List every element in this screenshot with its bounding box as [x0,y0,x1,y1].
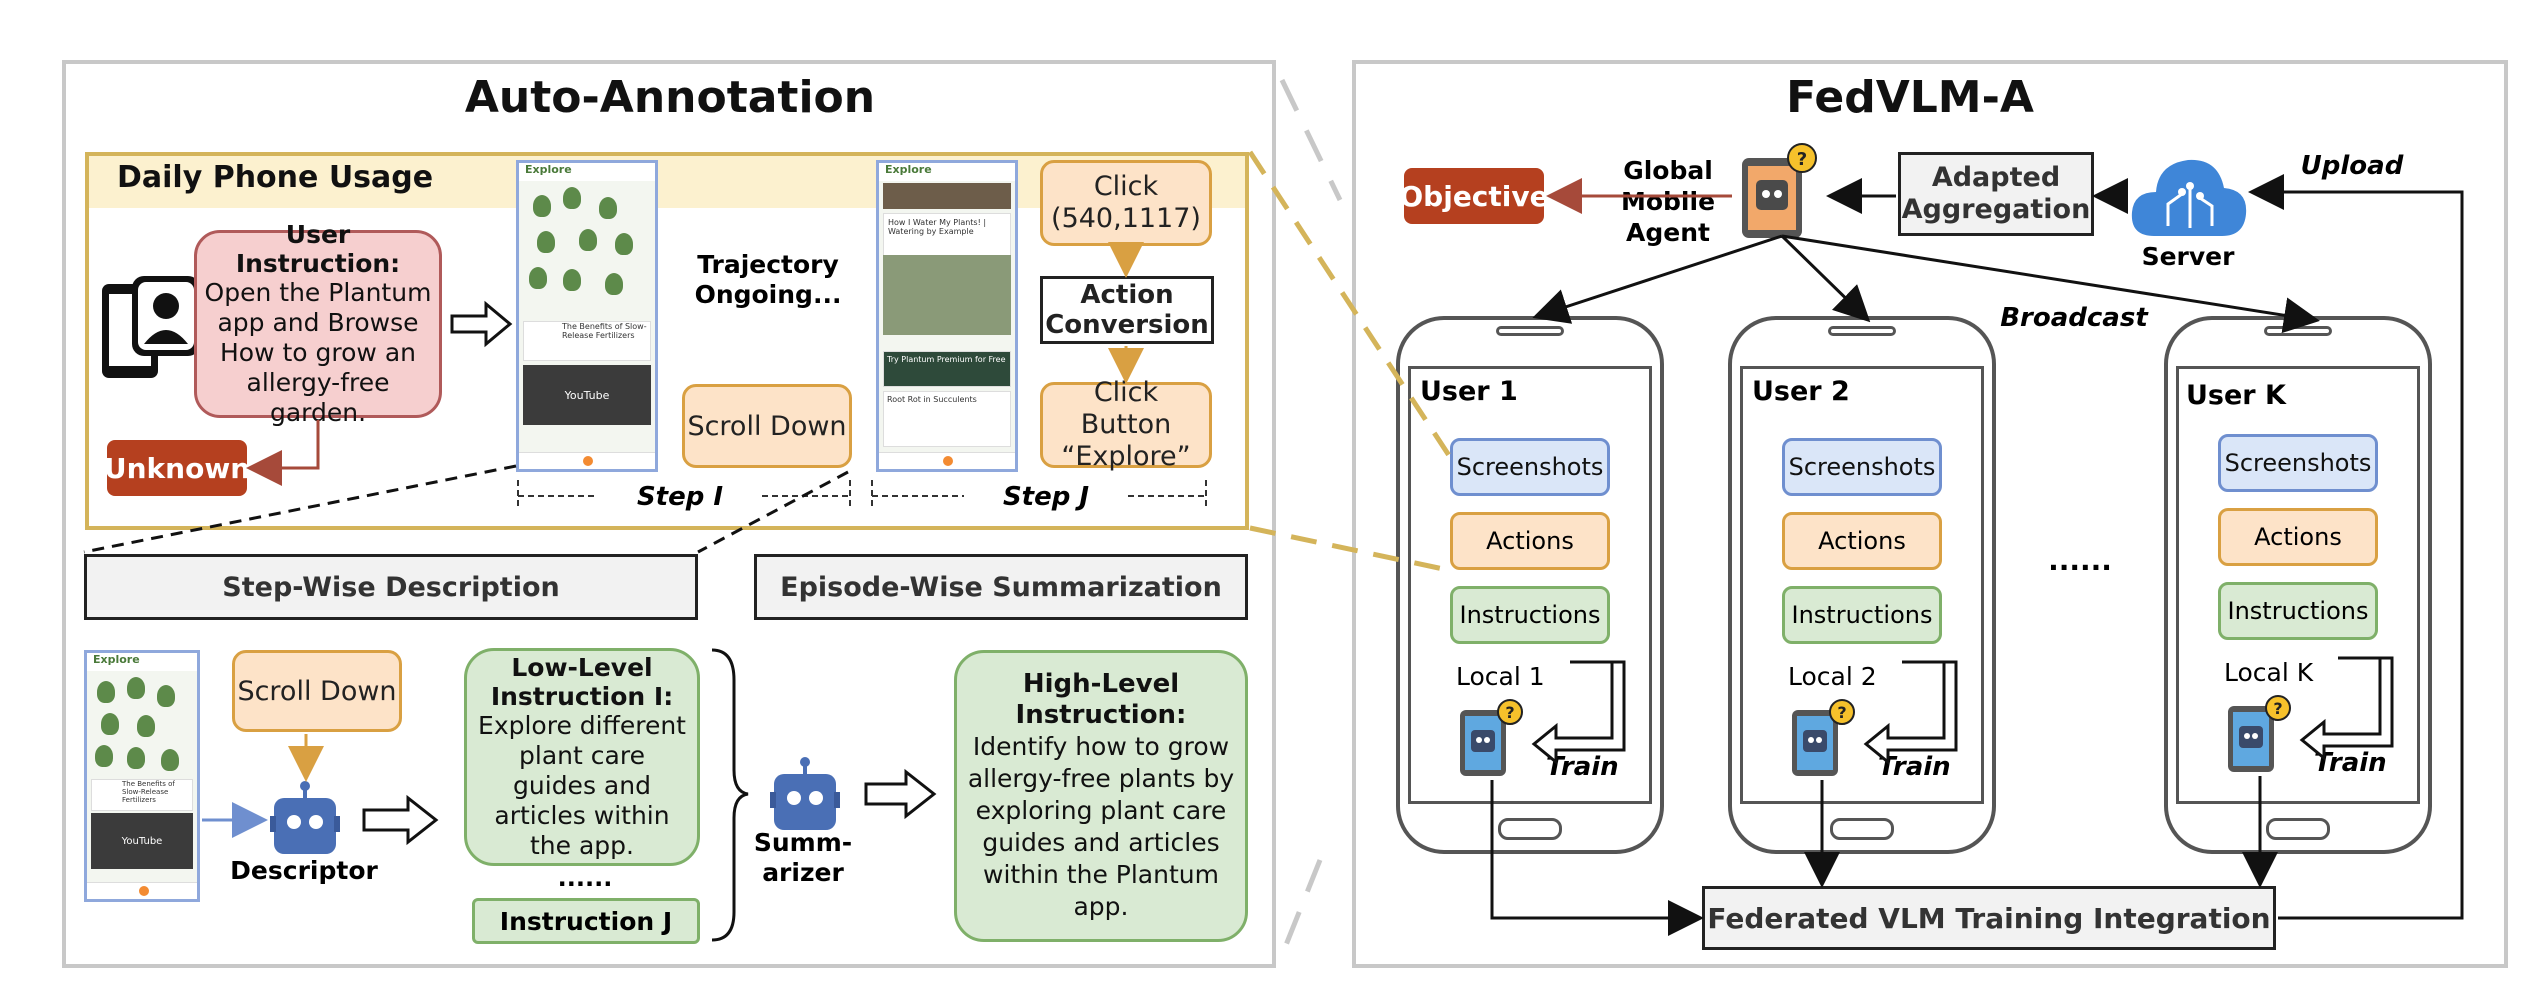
local-agent-1-icon: ? [1456,696,1530,780]
ellipsis-small: ...... [557,864,613,892]
global-agent-label: Global Mobile Agent [1620,155,1716,247]
phone-1-speaker [1496,326,1564,336]
low-level-text: Explore different plant care guides and … [478,711,686,860]
user-1-instructions: Instructions [1450,586,1610,644]
user-2-train-label: Train [1878,752,1951,782]
benefits-card-b: The Benefits of Slow-Release Fertilizers [91,779,193,811]
woman-photo [883,255,1011,335]
svg-text:?: ? [1837,703,1846,722]
click-coords-box: Click (540,1117) [1040,160,1212,246]
phone-2-home [1830,818,1894,840]
step-i-label: Step I [600,478,760,516]
step-j-label: Step J [966,478,1126,516]
plantum-card: Try Plantum Premium for Free [883,351,1011,387]
user-instruction-text: Open the Plantum app and Browse How to g… [204,278,432,427]
user-k-train-label: Train [2314,748,2387,778]
user-2-actions: Actions [1782,512,1942,570]
article-image [883,183,1011,209]
user-k-screenshots: Screenshots [2218,434,2378,492]
user-k-name: User K [2186,380,2286,411]
cloud-server-icon [2128,148,2250,244]
objective-badge: Objective [1399,168,1549,224]
screenshot-navbar [519,452,655,469]
screenshot-explore-label: Explore [519,163,655,181]
trajectory-label: Trajectory Ongoing... [694,250,842,309]
user-instruction-title: User Instruction: [235,220,401,278]
screenshot-explore-label-j: Explore [879,163,1015,181]
root-rot-card: Root Rot in Succulents [883,391,1011,447]
svg-text:?: ? [1797,149,1807,170]
high-level-instruction-box: High-Level Instruction: Identify how to … [954,650,1248,942]
scroll-down-box-bottom: Scroll Down [232,650,402,732]
user-2-local-label: Local 2 [1788,662,1877,691]
water-card: How I Water My Plants! | Watering by Exa… [883,213,1011,259]
screenshot-step-j: Explore How I Water My Plants! | Waterin… [876,160,1018,472]
screenshot-step-i: Explore The Benefits of Slow-Release Fer… [516,160,658,472]
local-agent-2-icon: ? [1788,696,1862,780]
phone-k-speaker [2264,326,2332,336]
user-phone-icon [96,270,206,386]
user-2-name: User 2 [1752,376,1850,407]
server-label: Server [2141,241,2235,271]
local-agent-k-icon: ? [2224,692,2298,776]
user-1-screen [1408,366,1652,804]
low-level-instruction-box: Low-Level Instruction I: Explore differe… [464,648,700,866]
action-conversion-box: Action Conversion [1040,276,1214,344]
user-2-instructions: Instructions [1782,586,1942,644]
user-2-screen [1740,366,1984,804]
user-k-local-label: Local K [2224,658,2314,687]
user-1-train-label: Train [1546,752,1619,782]
high-level-text: Identify how to grow allergy-free plants… [967,732,1235,921]
svg-text:?: ? [1505,703,1514,722]
scroll-down-box-top: Scroll Down [682,384,852,468]
episodewise-summarization-box: Episode-Wise Summarization [754,554,1248,620]
plant-grid [519,183,655,303]
phone-2-speaker [1828,326,1896,336]
user-1-actions: Actions [1450,512,1610,570]
summarizer-label: Summ-arizer [753,828,853,887]
screenshot-navbar-b [87,882,197,899]
youtube-thumb-b: YouTube [91,813,193,869]
low-level-title: Low-Level Instruction I: [490,653,674,711]
youtube-thumb: YouTube [523,365,651,425]
user-1-name: User 1 [1420,376,1518,407]
users-ellipsis: ...... [2048,543,2112,577]
adapted-aggregation-box: Adapted Aggregation [1898,152,2094,236]
robot-phone-agent-icon: ? [1736,140,1828,240]
user-instruction-box: User Instruction: Open the Plantum app a… [194,220,442,427]
federated-integration-box: Federated VLM Training Integration [1702,886,2276,950]
daily-usage-label: Daily Phone Usage [117,160,434,195]
stepwise-description-box: Step-Wise Description [84,554,698,620]
divider-dash-grey [1279,78,1343,951]
upload-label: Upload [2300,151,2404,181]
user-k-actions: Actions [2218,508,2378,566]
user-1-screenshots: Screenshots [1450,438,1610,496]
click-button-box: Click Button “Explore” [1040,377,1212,472]
user-1-local-label: Local 1 [1456,662,1545,691]
unknown-badge: Unknown [104,440,250,496]
auto-annotation-title: Auto-Annotation [464,71,876,123]
user-k-instructions: Instructions [2218,582,2378,640]
svg-text:?: ? [2273,699,2282,718]
phone-k-home [2266,818,2330,840]
user-2-screenshots: Screenshots [1782,438,1942,496]
plant-grid-b [87,673,197,773]
benefits-card: The Benefits of Slow-Release Fertilizers [523,321,651,361]
screenshot-bottom: Explore The Benefits of Slow-Release Fer… [84,650,200,902]
phone-1-home [1498,818,1562,840]
robot-descriptor-icon [270,780,340,858]
screenshot-navbar-j [879,452,1015,469]
screenshot-explore-label-b: Explore [87,653,197,671]
fedvlm-title: FedVLM-A [1786,71,2034,123]
high-level-title: High-Level Instruction: [1015,669,1187,730]
broadcast-label: Broadcast [2000,303,2148,333]
instruction-j-box: Instruction J [472,898,700,944]
robot-summarizer-icon [770,756,840,834]
descriptor-label: Descriptor [230,855,378,885]
